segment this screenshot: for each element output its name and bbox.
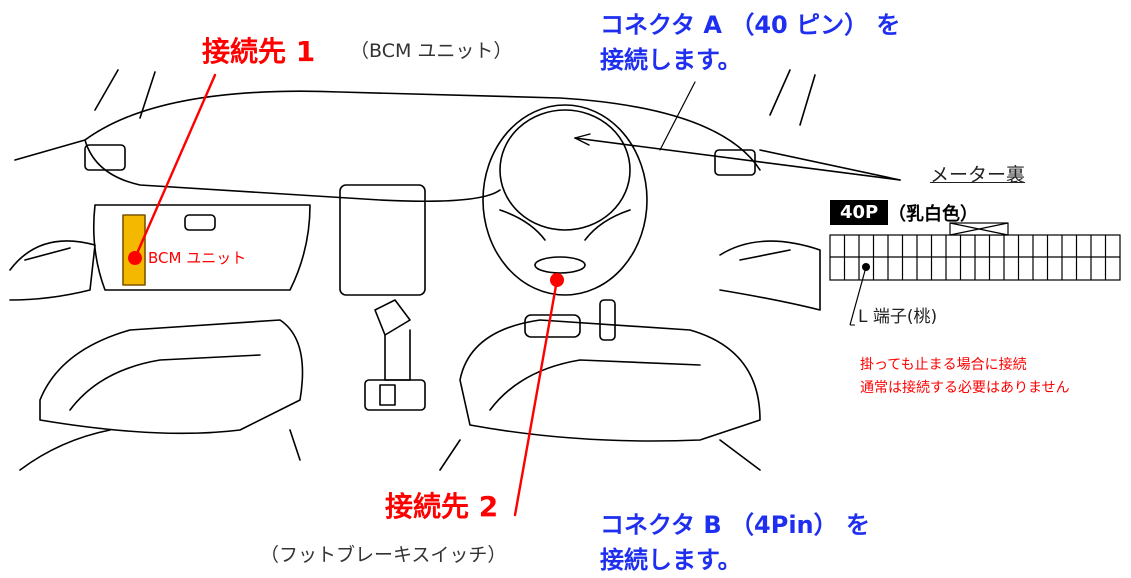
pin-count-badge: 40P xyxy=(830,200,889,225)
pin-color-label: （乳白色） xyxy=(888,204,978,225)
right-door xyxy=(719,240,821,311)
l-terminal-leader xyxy=(849,266,867,326)
steering-wheel xyxy=(482,104,648,296)
l-terminal-label: L 端子(桃) xyxy=(858,307,938,327)
meter-back-label: メーター裏 xyxy=(930,164,1026,186)
bcm-unit-label: BCM ユニット xyxy=(148,247,247,268)
connection2-sublabel: （フットブレーキスイッチ） xyxy=(260,544,507,566)
connection2-label: 接続先 2 xyxy=(385,490,499,523)
gear-shifter xyxy=(374,299,411,336)
connection2-leader xyxy=(513,278,559,517)
left-vent xyxy=(84,144,126,171)
right-seat xyxy=(459,319,761,442)
left-door xyxy=(9,240,96,301)
terminal-note-line1: 掛っても止まる場合に接続 xyxy=(860,357,1027,373)
connection1-leader xyxy=(133,73,217,260)
terminal-note-line2: 通常は接続する必要はありません xyxy=(860,380,1070,396)
brake-switch-dot xyxy=(550,273,564,287)
meter-arrow xyxy=(574,137,901,181)
connectorB-text-line1: コネクタ B （4Pin） を xyxy=(600,511,871,539)
connection1-label: 接続先 1 xyxy=(202,35,316,68)
center-console xyxy=(339,184,426,296)
left-seat xyxy=(39,319,304,435)
connection1-sublabel: （BCM ユニット） xyxy=(350,40,513,62)
right-vent xyxy=(714,149,756,176)
bcm-connection-dot xyxy=(128,251,142,265)
left-a-pillar xyxy=(94,69,156,119)
bcm-box xyxy=(122,214,146,286)
connector-pin-grid xyxy=(843,235,1107,280)
connector-40p-diagram xyxy=(829,222,1121,281)
dashboard-top xyxy=(84,90,761,171)
connectorA-text-line2: 接続します。 xyxy=(600,46,742,74)
glove-box xyxy=(92,204,311,291)
right-a-pillar xyxy=(769,69,816,126)
connectorB-text-line2: 接続します。 xyxy=(600,546,742,574)
connectorA-leader xyxy=(659,81,696,151)
connectorA-text-line1: コネクタ A （40 ピン） を xyxy=(600,11,901,39)
